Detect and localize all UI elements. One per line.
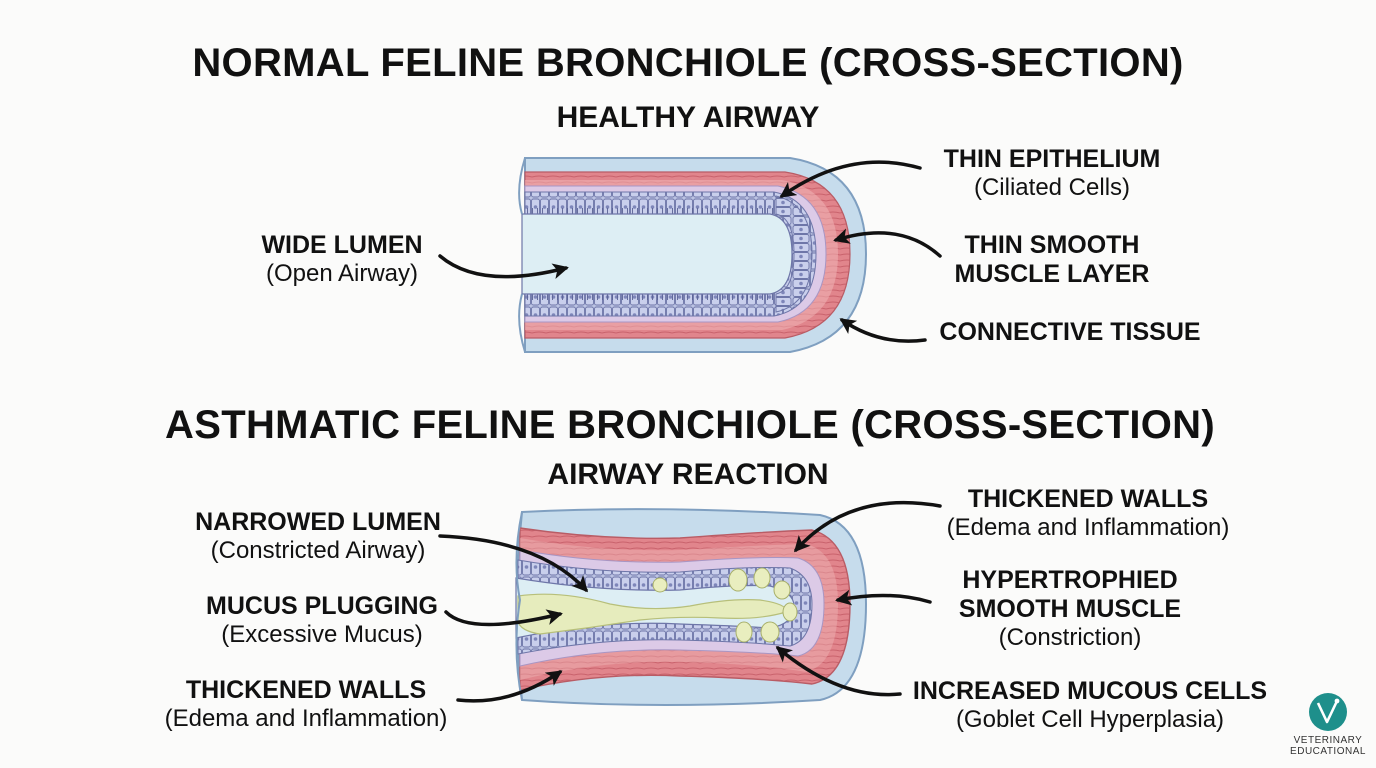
label-thickened-walls-left-detail: (Edema and Inflammation) — [164, 704, 448, 732]
asthmatic-subtitle: AIRWAY REACTION — [547, 458, 829, 491]
label-wide-lumen-title: WIDE LUMEN — [261, 231, 423, 259]
label-thickened-walls-right-detail: (Edema and Inflammation) — [946, 513, 1230, 541]
label-thin-epithelium-title: THIN EPITHELIUM — [943, 145, 1161, 173]
label-thin-smooth-muscle: THIN SMOOTH MUSCLE LAYER — [955, 231, 1150, 289]
label-connective-tissue: CONNECTIVE TISSUE — [939, 318, 1200, 347]
normal-bronchiole — [518, 157, 868, 353]
label-mucous-cells: INCREASED MUCOUS CELLS (Goblet Cell Hype… — [913, 677, 1267, 733]
label-wide-lumen: WIDE LUMEN (Open Airway) — [261, 231, 422, 287]
label-mucous-cells-title: INCREASED MUCOUS CELLS — [912, 677, 1268, 705]
label-narrowed-lumen-detail: (Constricted Airway) — [210, 536, 426, 564]
label-thickened-walls-left-title: THICKENED WALLS — [185, 676, 427, 704]
label-wide-lumen-detail: (Open Airway) — [265, 259, 419, 287]
normal-subtitle: HEALTHY AIRWAY — [556, 101, 820, 134]
label-mucus-plugging: MUCUS PLUGGING (Excessive Mucus) — [206, 592, 438, 648]
arrow-wide-lumen — [438, 254, 569, 279]
label-thin-epithelium: THIN EPITHELIUM (Ciliated Cells) — [944, 145, 1161, 201]
label-mucous-cells-detail: (Goblet Cell Hyperplasia) — [955, 705, 1225, 733]
goblet-cells — [652, 567, 798, 643]
asthmatic-title: ASTHMATIC FELINE BRONCHIOLE (CROSS-SECTI… — [165, 403, 1215, 447]
callout-arrows — [438, 160, 942, 703]
logo-text-line1: VETERINARY — [1293, 735, 1363, 746]
label-thin-smooth-muscle-line1: THIN SMOOTH — [964, 231, 1140, 259]
label-hypertrophied-muscle: HYPERTROPHIED SMOOTH MUSCLE (Constrictio… — [959, 566, 1181, 651]
normal-title: NORMAL FELINE BRONCHIOLE (CROSS-SECTION) — [192, 41, 1184, 85]
arrow-smooth-muscle — [833, 228, 942, 258]
label-thickened-walls-left: THICKENED WALLS (Edema and Inflammation) — [165, 676, 448, 732]
label-narrowed-lumen-title: NARROWED LUMEN — [195, 508, 441, 536]
arrow-connective-tissue — [839, 318, 927, 343]
label-thickened-walls-right: THICKENED WALLS (Edema and Inflammation) — [947, 485, 1230, 541]
asthmatic-bronchiole — [515, 508, 868, 706]
label-hypertrophied-line2: SMOOTH MUSCLE — [958, 594, 1182, 623]
arrow-hypertrophied-muscle — [835, 589, 932, 606]
arrow-thin-epithelium — [779, 160, 922, 198]
logo — [1309, 693, 1347, 731]
arrow-thickened-walls-right — [793, 500, 942, 553]
stethoscope-icon — [1316, 700, 1339, 724]
logo-badge — [1309, 693, 1347, 731]
label-connective-tissue-title: CONNECTIVE TISSUE — [939, 318, 1201, 346]
label-narrowed-lumen: NARROWED LUMEN (Constricted Airway) — [195, 508, 441, 564]
arrow-narrowed-lumen — [438, 534, 589, 593]
normal-lumen — [521, 213, 793, 295]
label-thin-epithelium-detail: (Ciliated Cells) — [973, 173, 1131, 201]
arrow-mucous-cells — [775, 646, 902, 697]
label-mucus-plugging-detail: (Excessive Mucus) — [221, 620, 423, 648]
logo-text-line2: EDUCATIONAL — [1290, 746, 1366, 757]
label-thickened-walls-right-title: THICKENED WALLS — [967, 485, 1209, 513]
label-thin-smooth-muscle-line2: MUSCLE LAYER — [954, 259, 1150, 288]
label-hypertrophied-line1: HYPERTROPHIED — [962, 566, 1178, 594]
label-hypertrophied-detail: (Constriction) — [998, 623, 1142, 651]
logo-text: VETERINARY EDUCATIONAL — [1290, 735, 1366, 757]
arrow-thickened-walls-left — [456, 670, 563, 703]
arrow-mucus-plugging — [444, 609, 563, 627]
label-mucus-plugging-title: MUCUS PLUGGING — [206, 592, 438, 620]
